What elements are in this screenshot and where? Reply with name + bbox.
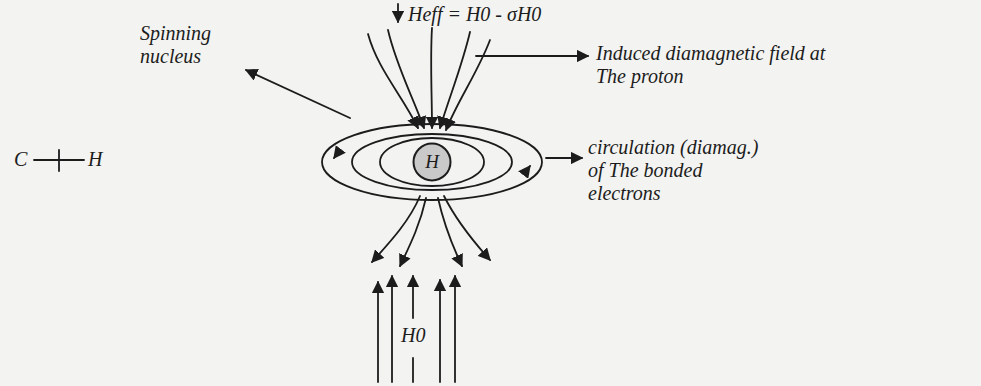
bond-tick (58, 150, 60, 171)
electron-loop (322, 124, 542, 200)
field-line (400, 198, 426, 266)
field-line (446, 40, 490, 130)
field-line (388, 30, 424, 128)
applied-field-arrow (439, 280, 441, 382)
applied-field-arrow (412, 358, 414, 382)
annotation-label: circulation (diamag.) of The bonded elec… (588, 136, 778, 205)
field-line (440, 32, 470, 128)
electron-loop (380, 138, 484, 186)
annotation-label: Heff = H0 - σH0 (408, 3, 541, 26)
loop-arrow (524, 166, 530, 174)
applied-field-arrow (454, 276, 456, 382)
loop-arrow (334, 150, 340, 158)
annotation-label: C (14, 148, 27, 171)
leader-arrow (246, 70, 350, 118)
nucleus-circle: H (412, 142, 452, 182)
field-line (444, 196, 490, 260)
electron-loop (352, 134, 512, 190)
leader-arrow (476, 55, 588, 57)
nucleus-label: H (425, 151, 439, 173)
applied-field-arrow (412, 276, 414, 318)
annotation-label: H (88, 148, 102, 171)
applied-field-arrow (391, 276, 393, 382)
annotation-label: Spinning nucleus (140, 22, 240, 68)
field-arrow (397, 4, 399, 22)
field-line (430, 28, 433, 128)
annotation-label: H0 (401, 324, 425, 347)
leader-arrow (546, 157, 582, 159)
field-line (372, 196, 420, 262)
nucleus-circle-shape (414, 144, 451, 181)
annotation-label: Induced diamagnetic field at The proton (596, 42, 856, 88)
applied-field-arrow (377, 282, 379, 382)
